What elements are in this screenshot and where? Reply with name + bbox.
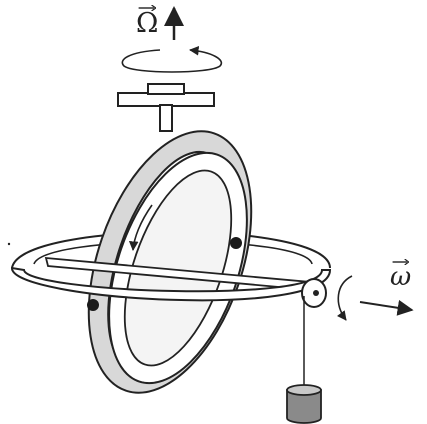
vector-arrow-over-omega (138, 5, 157, 11)
precession-rotation-arrow (121, 46, 223, 73)
vector-arrow-over-small-omega (392, 259, 410, 265)
top-support-bar (117, 83, 215, 132)
precession-symbol: Ω (136, 8, 159, 39)
rotor-wheel (108, 151, 248, 385)
stray-mark (7, 242, 11, 246)
pivot-point-left (87, 299, 99, 311)
rotor-spin-arrow (128, 204, 153, 251)
torque-rotation-arrow (336, 275, 353, 321)
spin-axis-arrow (359, 299, 414, 316)
pivot-point-right (230, 237, 242, 249)
precession-label: Ω (136, 5, 159, 39)
hanging-weight (286, 384, 322, 424)
pulley (301, 278, 327, 308)
spin-label: ω (390, 259, 412, 292)
outer-horizontal-ring-front (10, 266, 332, 302)
spin-symbol: ω (390, 262, 412, 292)
